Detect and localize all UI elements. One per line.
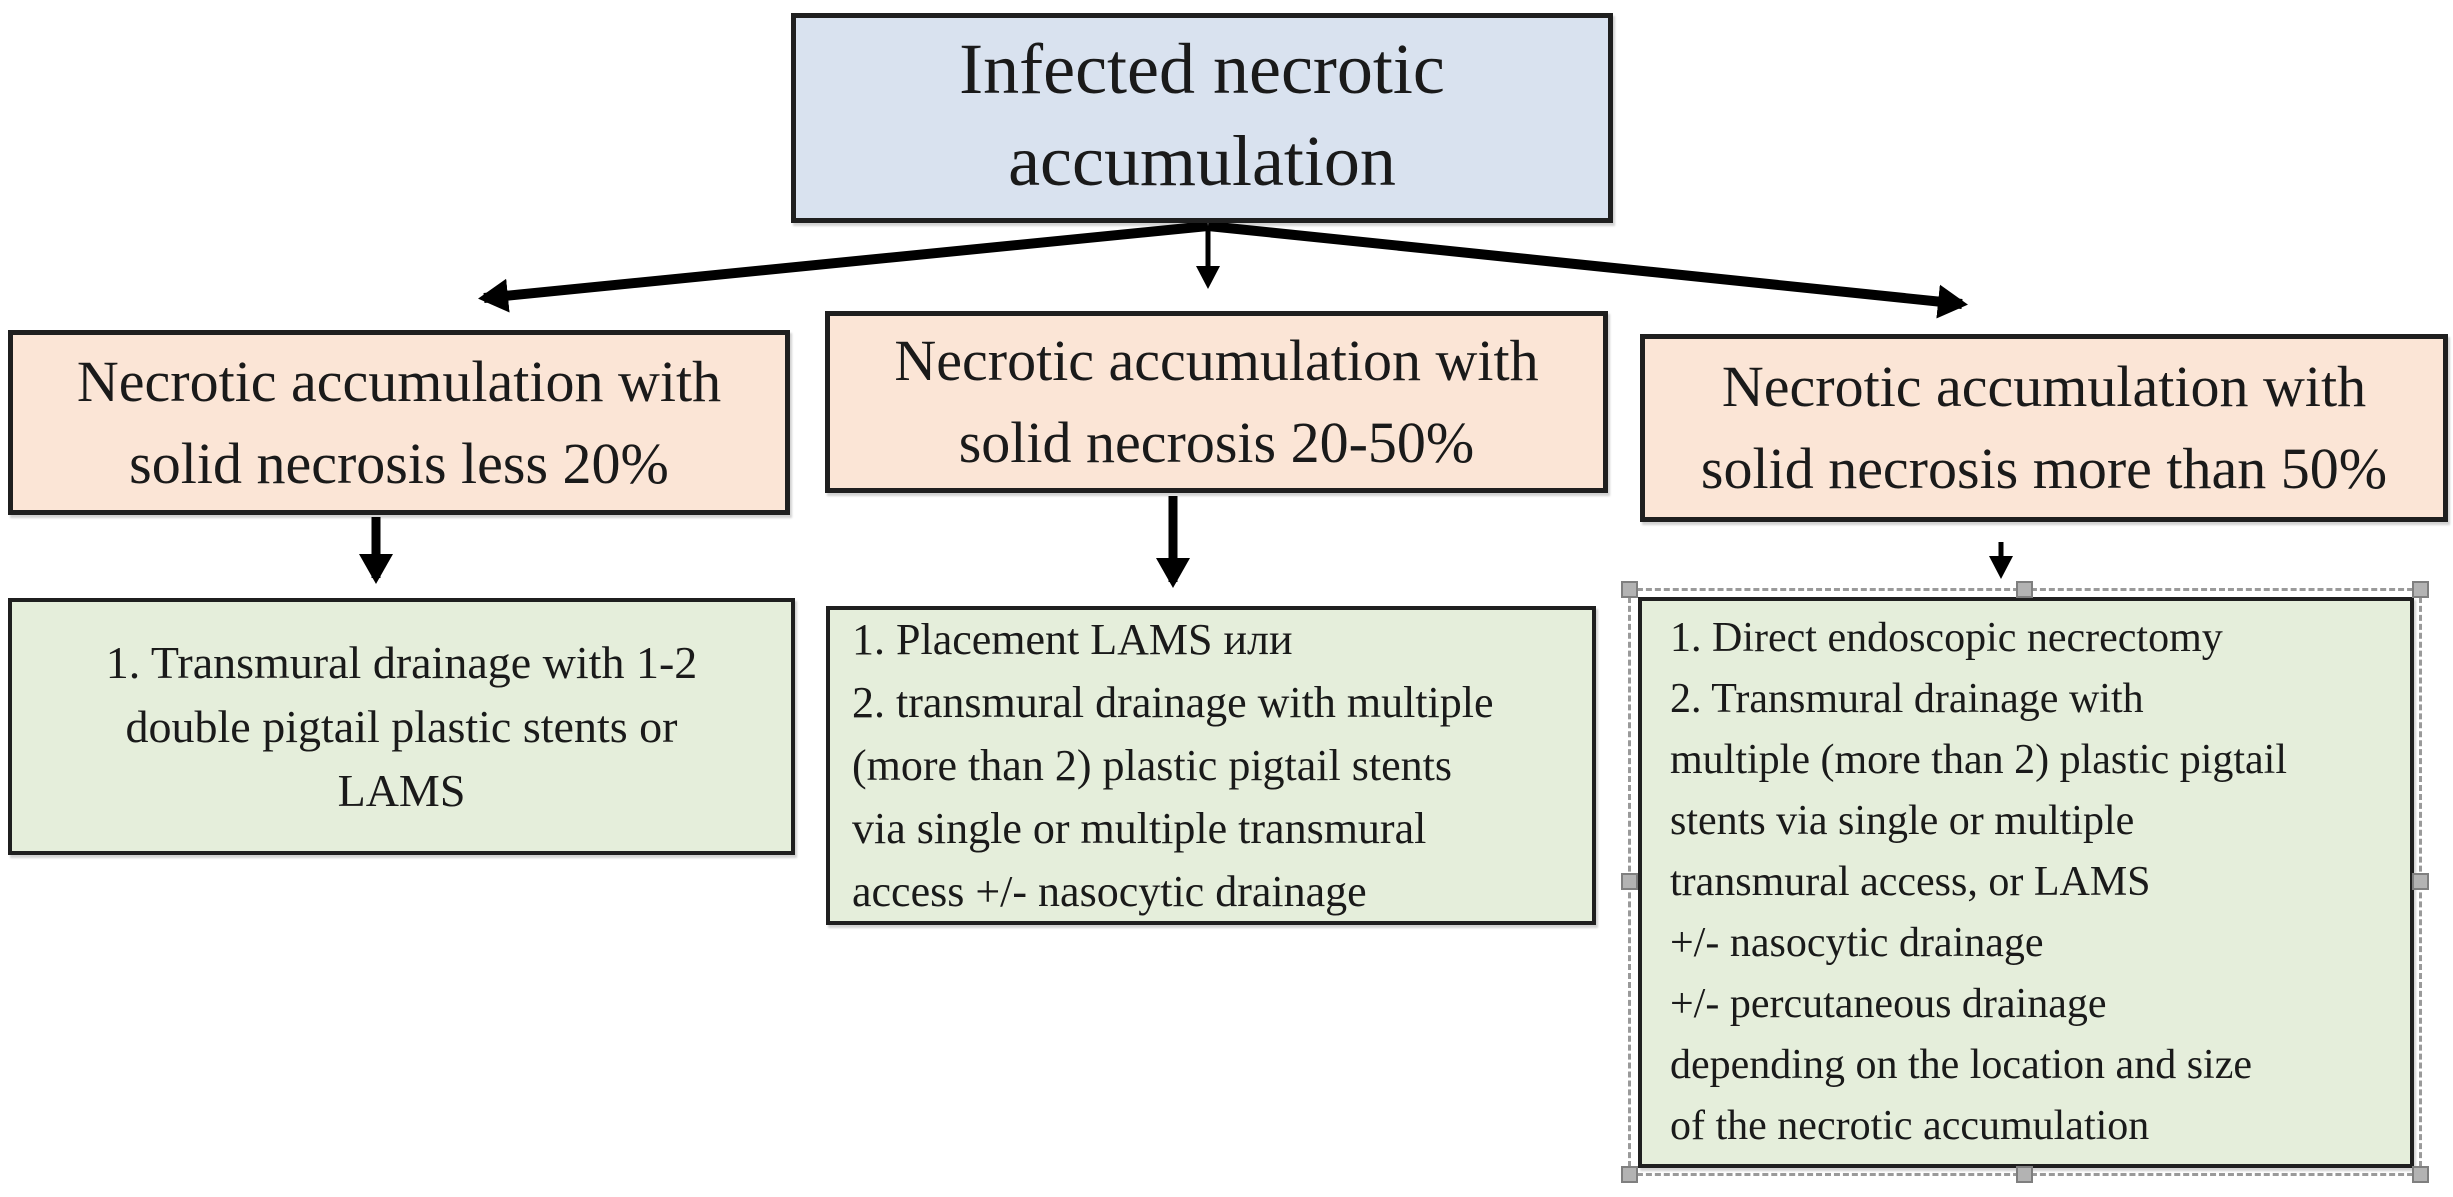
condition-box-solid-necrosis-more-50[interactable]: Necrotic accumulation with solid necrosi… <box>1640 334 2448 522</box>
arrow-root-to-right-condition[interactable] <box>1207 221 1968 319</box>
selection-handle-top-middle[interactable] <box>2016 581 2033 598</box>
treatment-box-less-20[interactable]: 1. Transmural drainage with 1-2 double p… <box>8 598 795 855</box>
treatment-box-20-50[interactable]: 1. Placement LAMS или 2. transmural drai… <box>826 606 1596 925</box>
condition-box-solid-necrosis-less-20[interactable]: Necrotic accumulation with solid necrosi… <box>8 330 790 515</box>
selection-handle-middle-right[interactable] <box>2412 873 2429 890</box>
selection-handle-bottom-middle[interactable] <box>2016 1166 2033 1183</box>
selection-handle-bottom-left[interactable] <box>1621 1166 1638 1183</box>
condition-box-solid-necrosis-20-50[interactable]: Necrotic accumulation with solid necrosi… <box>825 311 1608 493</box>
selection-handle-bottom-right[interactable] <box>2412 1166 2429 1183</box>
condition-box-label: Necrotic accumulation with solid necrosi… <box>1700 354 2388 501</box>
root-box-infected-necrotic-accumulation[interactable]: Infected necrotic accumulation <box>791 13 1613 223</box>
selection-rectangle <box>1621 581 2429 1183</box>
selection-handle-middle-left[interactable] <box>1621 873 1638 890</box>
root-box-label: Infected necrotic accumulation <box>959 29 1445 201</box>
selection-handle-top-right[interactable] <box>2412 581 2429 598</box>
arrow-root-to-left-condition[interactable] <box>478 221 1209 313</box>
selection-handle-top-left[interactable] <box>1621 581 1638 598</box>
condition-box-label: Necrotic accumulation with solid necrosi… <box>894 328 1539 475</box>
treatment-box-label: 1. Direct endoscopic necrectomy 2. Trans… <box>1670 615 2288 1149</box>
treatment-box-label: 1. Transmural drainage with 1-2 double p… <box>105 636 698 816</box>
treatment-box-more-50[interactable]: 1. Direct endoscopic necrectomy 2. Trans… <box>1638 597 2414 1168</box>
condition-box-label: Necrotic accumulation with solid necrosi… <box>76 348 722 496</box>
treatment-box-label: 1. Placement LAMS или 2. transmural drai… <box>852 615 1494 916</box>
